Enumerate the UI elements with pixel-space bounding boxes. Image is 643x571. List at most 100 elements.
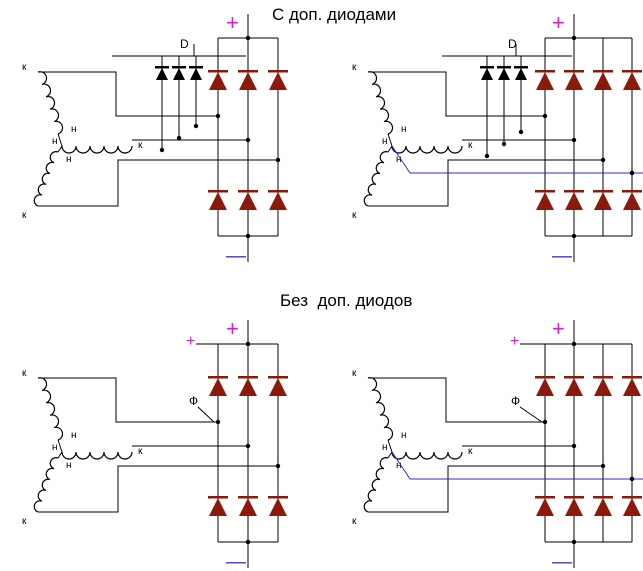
bridge-diode-lower <box>623 498 641 516</box>
bridge-diode-upper <box>623 72 641 90</box>
bridge-diode-lower <box>269 192 287 210</box>
bridge-diode-lower <box>209 192 227 210</box>
bridge-diode-lower <box>536 192 554 210</box>
plus-sign: + <box>226 316 239 341</box>
phase-wire-a <box>38 71 218 117</box>
extra-diode <box>173 68 185 80</box>
bridge-diode-lower <box>565 192 583 210</box>
winding-coil-lower <box>33 457 59 513</box>
coil-end-label-upper: к <box>22 62 27 73</box>
winding-coil-lower <box>363 151 389 207</box>
phase-wire-c <box>368 465 603 513</box>
star-point-link <box>387 451 393 459</box>
phase-tap-lead <box>197 406 215 423</box>
bridge-diode-upper <box>209 378 227 396</box>
bridge-diode-upper-cathode-bar <box>622 376 642 379</box>
coil-start-label: н <box>382 136 388 147</box>
phase-wire-a <box>368 71 545 117</box>
phase-wire-c <box>368 159 603 207</box>
coil-end-label-middle: к <box>138 140 143 151</box>
plus-sign: + <box>552 10 565 35</box>
star-point-link <box>387 439 393 453</box>
bridge-diode-lower-cathode-bar <box>622 190 642 193</box>
bridge-diode-upper <box>565 72 583 90</box>
star-point-link <box>57 439 63 453</box>
junction-dot <box>484 153 490 159</box>
phase-wire-a <box>38 377 218 423</box>
minus-sign: — <box>552 245 572 267</box>
bridge-diode-upper <box>594 72 612 90</box>
coil-end-label-lower: к <box>352 516 357 527</box>
coil-start-label: н <box>396 460 402 471</box>
winding-coil-upper <box>37 377 64 441</box>
bridge-diode-upper-cathode-bar <box>268 70 288 73</box>
output-plus-sign: + <box>510 333 519 350</box>
bridge-diode-upper-cathode-bar <box>564 70 584 73</box>
extra-diode-cathode-bar <box>497 66 511 69</box>
winding-coil-upper <box>367 377 394 441</box>
heading-without-extra-diodes: Без доп. диодов <box>280 291 413 310</box>
coil-start-label: н <box>71 124 77 135</box>
winding-coil-middle <box>61 451 133 460</box>
bridge-diode-lower <box>623 192 641 210</box>
coil-start-label: н <box>52 442 58 453</box>
phase-tap-lead <box>519 406 543 423</box>
bridge-diode-lower-cathode-bar <box>238 496 258 499</box>
extra-diode-cathode-bar <box>172 66 186 69</box>
coil-end-label-lower: к <box>22 516 27 527</box>
junction-dot <box>176 135 182 141</box>
coil-start-label: н <box>401 124 407 135</box>
bridge-diode-upper <box>536 378 554 396</box>
bridge-diode-lower-cathode-bar <box>535 496 555 499</box>
phase-wire-c <box>38 159 278 207</box>
bridge-diode-lower-cathode-bar <box>593 496 613 499</box>
bridge-diode-upper-cathode-bar <box>238 376 258 379</box>
extra-diodes-label: D <box>180 37 189 51</box>
neutral-wire <box>391 145 643 174</box>
phase-wire-c <box>38 465 278 513</box>
bridge-diode-lower-cathode-bar <box>535 190 555 193</box>
plus-sign: + <box>552 316 565 341</box>
coil-start-label: н <box>52 136 58 147</box>
bridge-diode-lower-cathode-bar <box>564 190 584 193</box>
bridge-diode-lower-cathode-bar <box>593 190 613 193</box>
extra-diode <box>498 68 510 80</box>
extra-diode-cathode-bar <box>155 66 169 69</box>
coil-end-label-middle: к <box>468 140 473 151</box>
bridge-diode-lower <box>269 498 287 516</box>
bridge-diode-upper <box>269 72 287 90</box>
bridge-diode-lower-cathode-bar <box>268 496 288 499</box>
coil-end-label-upper: к <box>22 368 27 379</box>
bridge-diode-upper <box>239 72 257 90</box>
bridge-diode-upper-cathode-bar <box>622 70 642 73</box>
star-point-link <box>387 133 393 147</box>
winding-coil-middle <box>391 451 463 460</box>
neutral-wire <box>391 451 643 480</box>
winding-coil-middle <box>61 145 133 154</box>
coil-end-label-lower: к <box>352 210 357 221</box>
bridge-diode-upper <box>269 378 287 396</box>
coil-end-label-middle: к <box>468 446 473 457</box>
extra-diode <box>481 68 493 80</box>
phase-wire-a <box>368 377 545 423</box>
coil-start-label: н <box>396 154 402 165</box>
coil-end-label-middle: к <box>138 446 143 457</box>
junction-dot <box>629 476 635 482</box>
extra-diode <box>515 68 527 80</box>
bridge-diode-upper-cathode-bar <box>535 70 555 73</box>
winding-coil-lower <box>33 151 59 207</box>
winding-coil-middle <box>391 145 463 154</box>
bridge-diode-lower <box>594 192 612 210</box>
bridge-diode-upper-cathode-bar <box>564 376 584 379</box>
coil-start-label: н <box>71 430 77 441</box>
bridge-diode-lower-cathode-bar <box>208 190 228 193</box>
bridge-diode-lower <box>565 498 583 516</box>
phase-tap-label: Ф <box>511 394 520 408</box>
bridge-diode-lower <box>239 498 257 516</box>
extra-diode <box>190 68 202 80</box>
winding-coil-lower <box>363 457 389 513</box>
